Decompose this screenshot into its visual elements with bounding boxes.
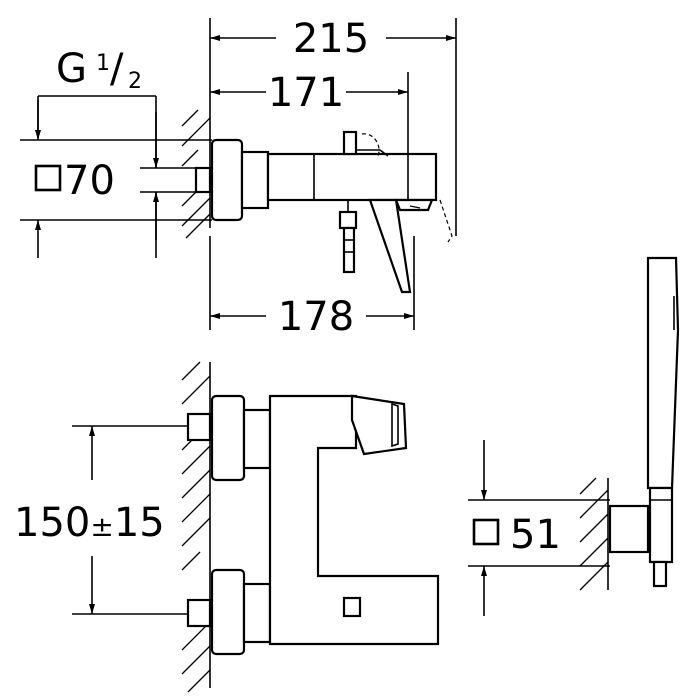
holder-view: 51 bbox=[468, 256, 680, 616]
upper-wall-connector bbox=[186, 412, 212, 442]
lower-square bbox=[210, 568, 246, 656]
hand-shower-connector bbox=[652, 560, 668, 588]
lower-wall-connector bbox=[186, 598, 212, 628]
dim-overall-width: 215 bbox=[293, 16, 369, 62]
dim-body-square: 70 bbox=[64, 158, 115, 204]
thread-letter: G bbox=[56, 46, 87, 92]
thread-numerator: 1 bbox=[96, 51, 110, 76]
dim-center-sign: ± bbox=[90, 510, 113, 543]
dim-holder-square: 51 bbox=[510, 512, 561, 558]
dim-body-width: 171 bbox=[268, 70, 344, 116]
dim-center-tolerance: 15 bbox=[114, 500, 165, 546]
hand-shower-head bbox=[646, 256, 680, 490]
dim-spout-width: 178 bbox=[278, 294, 354, 340]
hose-nut bbox=[342, 226, 356, 274]
top-view: 215 171 178 G 1 / 2 70 bbox=[20, 16, 457, 340]
hose-connector bbox=[338, 210, 358, 230]
body-square bbox=[210, 138, 244, 222]
wall-hatch-holder bbox=[579, 477, 609, 591]
spout bbox=[368, 198, 412, 294]
diverter-knob bbox=[342, 130, 358, 156]
outlet-square bbox=[342, 596, 362, 618]
dim-center-value: 150 bbox=[14, 500, 90, 546]
hand-shower-grip bbox=[648, 486, 674, 564]
body-collar bbox=[240, 150, 270, 210]
lower-collar bbox=[242, 582, 272, 644]
square-symbol-70 bbox=[34, 164, 62, 192]
wall-hatch-front bbox=[181, 361, 211, 693]
thread-label: G 1 / 2 bbox=[56, 46, 142, 94]
spout-outlet bbox=[394, 198, 434, 212]
front-view: 150±15 bbox=[14, 361, 440, 693]
square-symbol-51 bbox=[472, 518, 500, 546]
upper-square bbox=[210, 394, 246, 482]
wall-connector bbox=[194, 166, 212, 194]
mixer-body bbox=[266, 152, 438, 202]
upper-collar bbox=[242, 408, 272, 470]
dim-center-distance: 150±15 bbox=[14, 500, 165, 546]
thread-denominator: 2 bbox=[128, 69, 142, 94]
thread-slash: / bbox=[110, 46, 124, 92]
holder-bracket bbox=[608, 504, 650, 554]
